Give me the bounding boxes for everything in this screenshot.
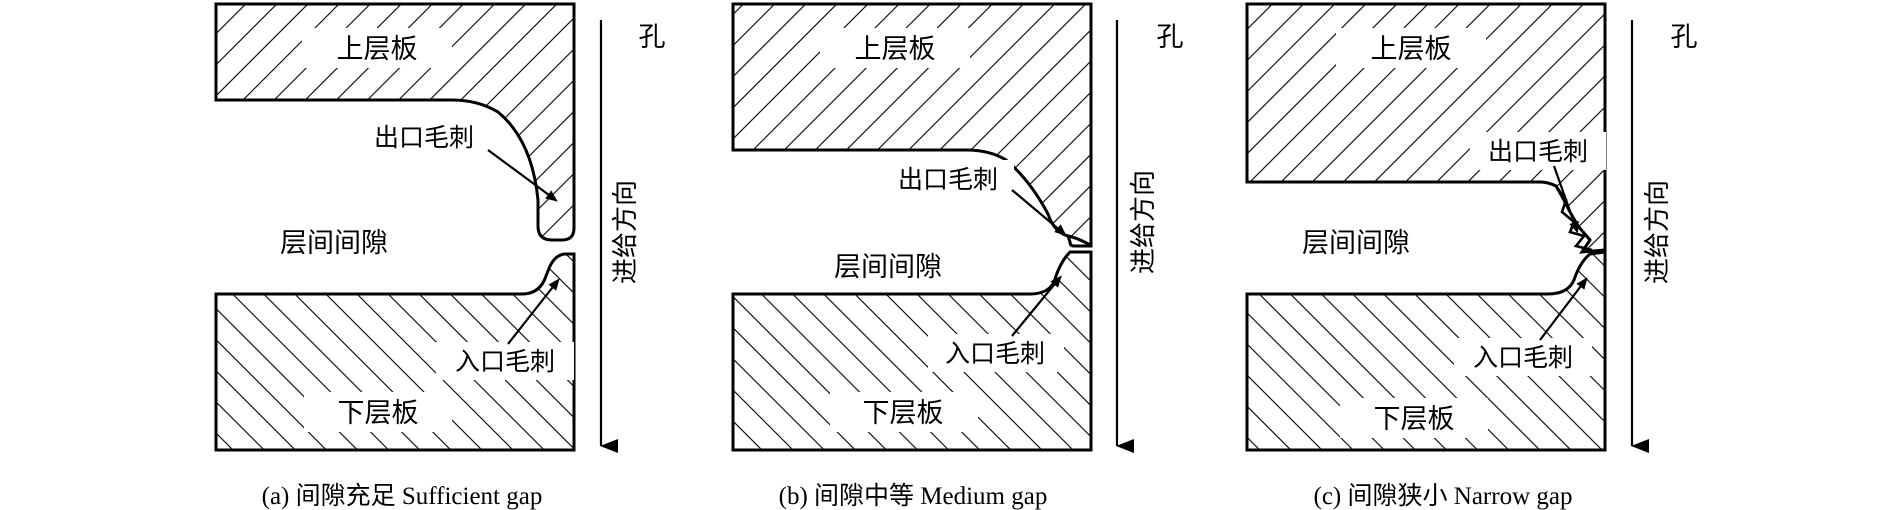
upper-plate-label: 上层板: [1371, 34, 1452, 65]
panel-a: 上层板 下层板 层间间隙 出口毛刺 入口毛刺 孔 进给方向 (a) 间隙充足 S…: [214, 2, 666, 510]
exit-burr-leader: [1011, 189, 1067, 236]
entry-burr-leader: [507, 278, 560, 345]
lower-plate-label: 下层板: [338, 398, 419, 429]
lower-plate-c: [1245, 250, 1607, 452]
exit-burr-label: 出口毛刺: [898, 165, 998, 194]
caption-b: (b) 间隙中等 Medium gap: [779, 482, 1048, 510]
feed-direction-label: 进给方向: [1129, 170, 1159, 274]
hole-label: 孔: [639, 22, 666, 53]
exit-burr-label: 出口毛刺: [1488, 137, 1588, 166]
hole-label: 孔: [1157, 22, 1184, 53]
lower-plate-label: 下层板: [1374, 404, 1455, 435]
gap-label: 层间间隙: [280, 228, 388, 259]
entry-burr-leader: [1539, 277, 1588, 341]
hole-label: 孔: [1671, 22, 1698, 53]
upper-plate-label: 上层板: [855, 34, 936, 65]
entry-burr-leader: [1011, 275, 1062, 337]
upper-plate-label: 上层板: [337, 34, 418, 65]
panel-b: 上层板 下层板 层间间隙 出口毛刺 入口毛刺 孔 进给方向 (b) 间隙中等 M…: [731, 2, 1184, 510]
caption-c: (c) 间隙狭小 Narrow gap: [1314, 482, 1573, 510]
gap-label: 层间间隙: [834, 252, 942, 283]
exit-burr-label: 出口毛刺: [374, 123, 474, 152]
entry-burr-label: 入口毛刺: [945, 339, 1045, 368]
panel-c: 上层板 下层板 层间间隙 出口毛刺 入口毛刺 孔 进给方向 (c) 间隙狭小 N…: [1245, 2, 1698, 510]
caption-a: (a) 间隙充足 Sufficient gap: [262, 482, 543, 510]
feed-direction-label: 进给方向: [1643, 180, 1673, 284]
entry-burr-label: 入口毛刺: [1473, 343, 1573, 372]
feed-direction-label: 进给方向: [611, 180, 641, 284]
lower-plate-label: 下层板: [863, 398, 944, 429]
exit-burr-leader: [487, 149, 558, 202]
exit-burr-leader: [1552, 165, 1579, 234]
exit-burr-tip-b: [1067, 234, 1093, 248]
gap-label: 层间间隙: [1302, 228, 1410, 259]
entry-burr-label: 入口毛刺: [455, 347, 555, 376]
